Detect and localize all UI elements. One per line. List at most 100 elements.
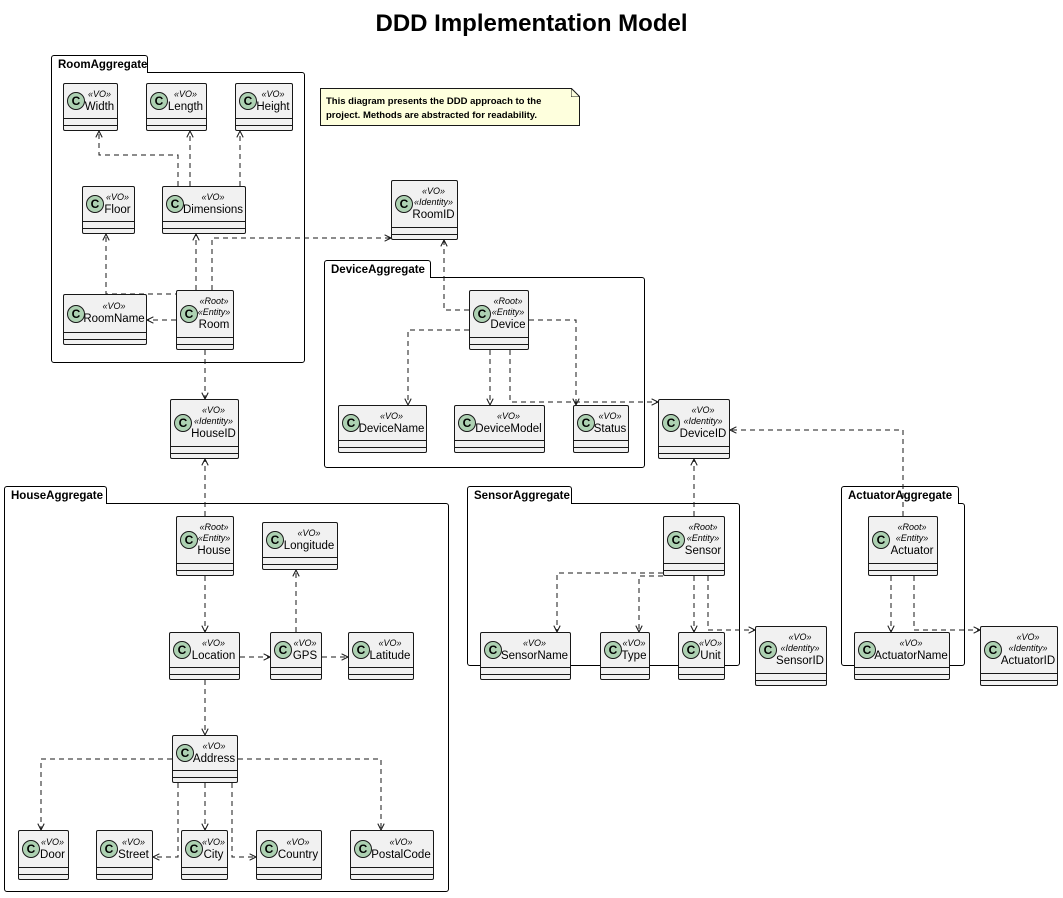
class-compartment-divider	[177, 344, 233, 345]
class-stereotype: «VO»	[121, 836, 145, 847]
class-name: Longitude	[283, 539, 335, 552]
class-compartment-divider	[659, 453, 729, 454]
class-name: RoomName	[83, 313, 145, 325]
class-device[interactable]: C«Root»«Entity»Device	[469, 290, 529, 350]
dependency-address-to-street	[153, 783, 179, 857]
class-latitude[interactable]: C«VO»Latitude	[348, 632, 414, 680]
class-name: PostalCode	[371, 848, 431, 861]
class-name: RoomID	[412, 209, 455, 221]
class-badge-icon: C	[984, 641, 1002, 659]
class-compartment-divider	[147, 125, 206, 126]
class-address[interactable]: C«VO»Address	[172, 735, 238, 783]
class-stereotype: «Root»	[199, 522, 229, 532]
package-frame	[4, 503, 449, 892]
class-stereotype: «Identity»	[193, 416, 234, 426]
class-stereotype: «VO»	[421, 186, 445, 196]
class-city[interactable]: C«VO»City	[181, 830, 228, 880]
class-badge-icon: C	[872, 531, 890, 549]
dependency-sensor-to-sensorname	[557, 572, 663, 632]
class-badge-icon: C	[185, 840, 203, 858]
class-compartment-divider	[601, 674, 649, 675]
class-badge-icon: C	[166, 195, 184, 213]
class-compartment-divider	[756, 673, 826, 674]
class-street[interactable]: C«VO»Street	[96, 830, 153, 880]
dependency-dimensions-to-width	[99, 131, 179, 186]
class-name: SensorID	[776, 655, 824, 667]
class-sensor[interactable]: C«Root»«Entity»Sensor	[663, 516, 725, 576]
package-label: ActuatorAggregate	[841, 486, 959, 504]
class-postalcode[interactable]: C«VO»PostalCode	[350, 830, 434, 880]
class-stereotype: «VO»	[380, 410, 404, 421]
diagram-title: DDD Implementation Model	[375, 10, 688, 37]
class-door[interactable]: C«VO»Door	[18, 830, 69, 880]
class-roomid[interactable]: C«VO»«Identity»RoomID	[391, 180, 458, 240]
dependency-sensor-to-sensorid	[707, 576, 755, 630]
class-badge-icon: C	[22, 840, 40, 858]
class-stereotype: «VO»	[497, 410, 521, 421]
class-height[interactable]: C«VO»Height	[235, 83, 293, 131]
class-name: Unit	[700, 649, 721, 662]
class-deviceid[interactable]: C«VO»«Identity»DeviceID	[658, 399, 730, 459]
class-sensorid[interactable]: C«VO»«Identity»SensorID	[755, 626, 827, 686]
class-badge-icon: C	[176, 744, 194, 762]
class-stereotype: «VO»	[102, 301, 126, 311]
class-stereotype: «Entity»	[197, 533, 231, 543]
class-stereotype: «Identity»	[780, 643, 820, 653]
class-country[interactable]: C«VO»Country	[256, 830, 322, 880]
class-length[interactable]: C«VO»Length	[146, 83, 207, 131]
dependency-actuator-to-actuatorid	[913, 576, 980, 630]
class-actuator[interactable]: C«Root»«Entity»Actuator	[868, 516, 938, 576]
class-compartment-divider	[173, 770, 237, 771]
class-badge-icon: C	[67, 92, 85, 110]
class-stereotype: «VO»	[201, 405, 225, 415]
class-stereotype: «VO»	[788, 632, 812, 642]
class-floor[interactable]: C«VO»Floor	[82, 186, 135, 234]
class-location[interactable]: C«VO»Location	[169, 632, 240, 680]
class-roomname[interactable]: C«VO»RoomName	[63, 294, 147, 345]
class-actuatorname[interactable]: C«VO»ActuatorName	[854, 632, 950, 680]
class-name: Floor	[104, 203, 131, 216]
class-compartment-divider	[756, 680, 826, 681]
note-fold-icon	[571, 88, 580, 97]
class-compartment-divider	[177, 563, 233, 564]
class-sensorname[interactable]: C«VO»SensorName	[480, 632, 571, 680]
class-badge-icon: C	[150, 92, 168, 110]
class-room[interactable]: C«Root»«Entity»Room	[176, 290, 234, 350]
class-actuatorid[interactable]: C«VO»«Identity»ActuatorID	[980, 626, 1058, 686]
class-compartment-divider	[855, 667, 949, 668]
package-label: SensorAggregate	[467, 486, 572, 504]
class-gps[interactable]: C«VO»GPS	[270, 632, 322, 680]
class-houseid[interactable]: C«VO»«Identity»HouseID	[170, 399, 239, 459]
class-compartment-divider	[64, 332, 146, 333]
class-compartment-divider	[236, 118, 292, 119]
class-devicemodel[interactable]: C«VO»DeviceModel	[454, 405, 545, 453]
class-compartment-divider	[455, 447, 544, 448]
class-compartment-divider	[173, 777, 237, 778]
class-house[interactable]: C«Root»«Entity»House	[176, 516, 234, 576]
class-compartment-divider	[64, 118, 117, 119]
class-type[interactable]: C«VO»Type	[600, 632, 650, 680]
class-devicename[interactable]: C«VO»DeviceName	[338, 405, 427, 453]
class-name: Location	[191, 649, 236, 662]
class-badge-icon: C	[662, 414, 680, 432]
class-compartment-divider	[64, 125, 117, 126]
class-badge-icon: C	[180, 531, 198, 549]
class-name: HouseID	[191, 428, 236, 440]
class-compartment-divider	[19, 867, 68, 868]
class-compartment-divider	[855, 674, 949, 675]
class-unit[interactable]: C«VO»Unit	[678, 632, 725, 680]
class-name: SensorName	[500, 649, 569, 662]
class-compartment-divider	[351, 867, 433, 868]
class-width[interactable]: C«VO»Width	[63, 83, 118, 131]
class-longitude[interactable]: C«VO»Longitude	[262, 522, 338, 570]
class-name: Sensor	[684, 545, 722, 557]
class-stereotype: «Identity»	[683, 416, 723, 426]
class-compartment-divider	[257, 874, 321, 875]
class-status[interactable]: C«VO»Status	[573, 405, 629, 453]
class-dimensions[interactable]: C«VO»Dimensions	[162, 186, 246, 234]
class-stereotype: «VO»	[286, 836, 310, 847]
class-name: Latitude	[369, 649, 411, 662]
class-badge-icon: C	[604, 641, 622, 659]
class-stereotype: «Root»	[493, 296, 523, 306]
